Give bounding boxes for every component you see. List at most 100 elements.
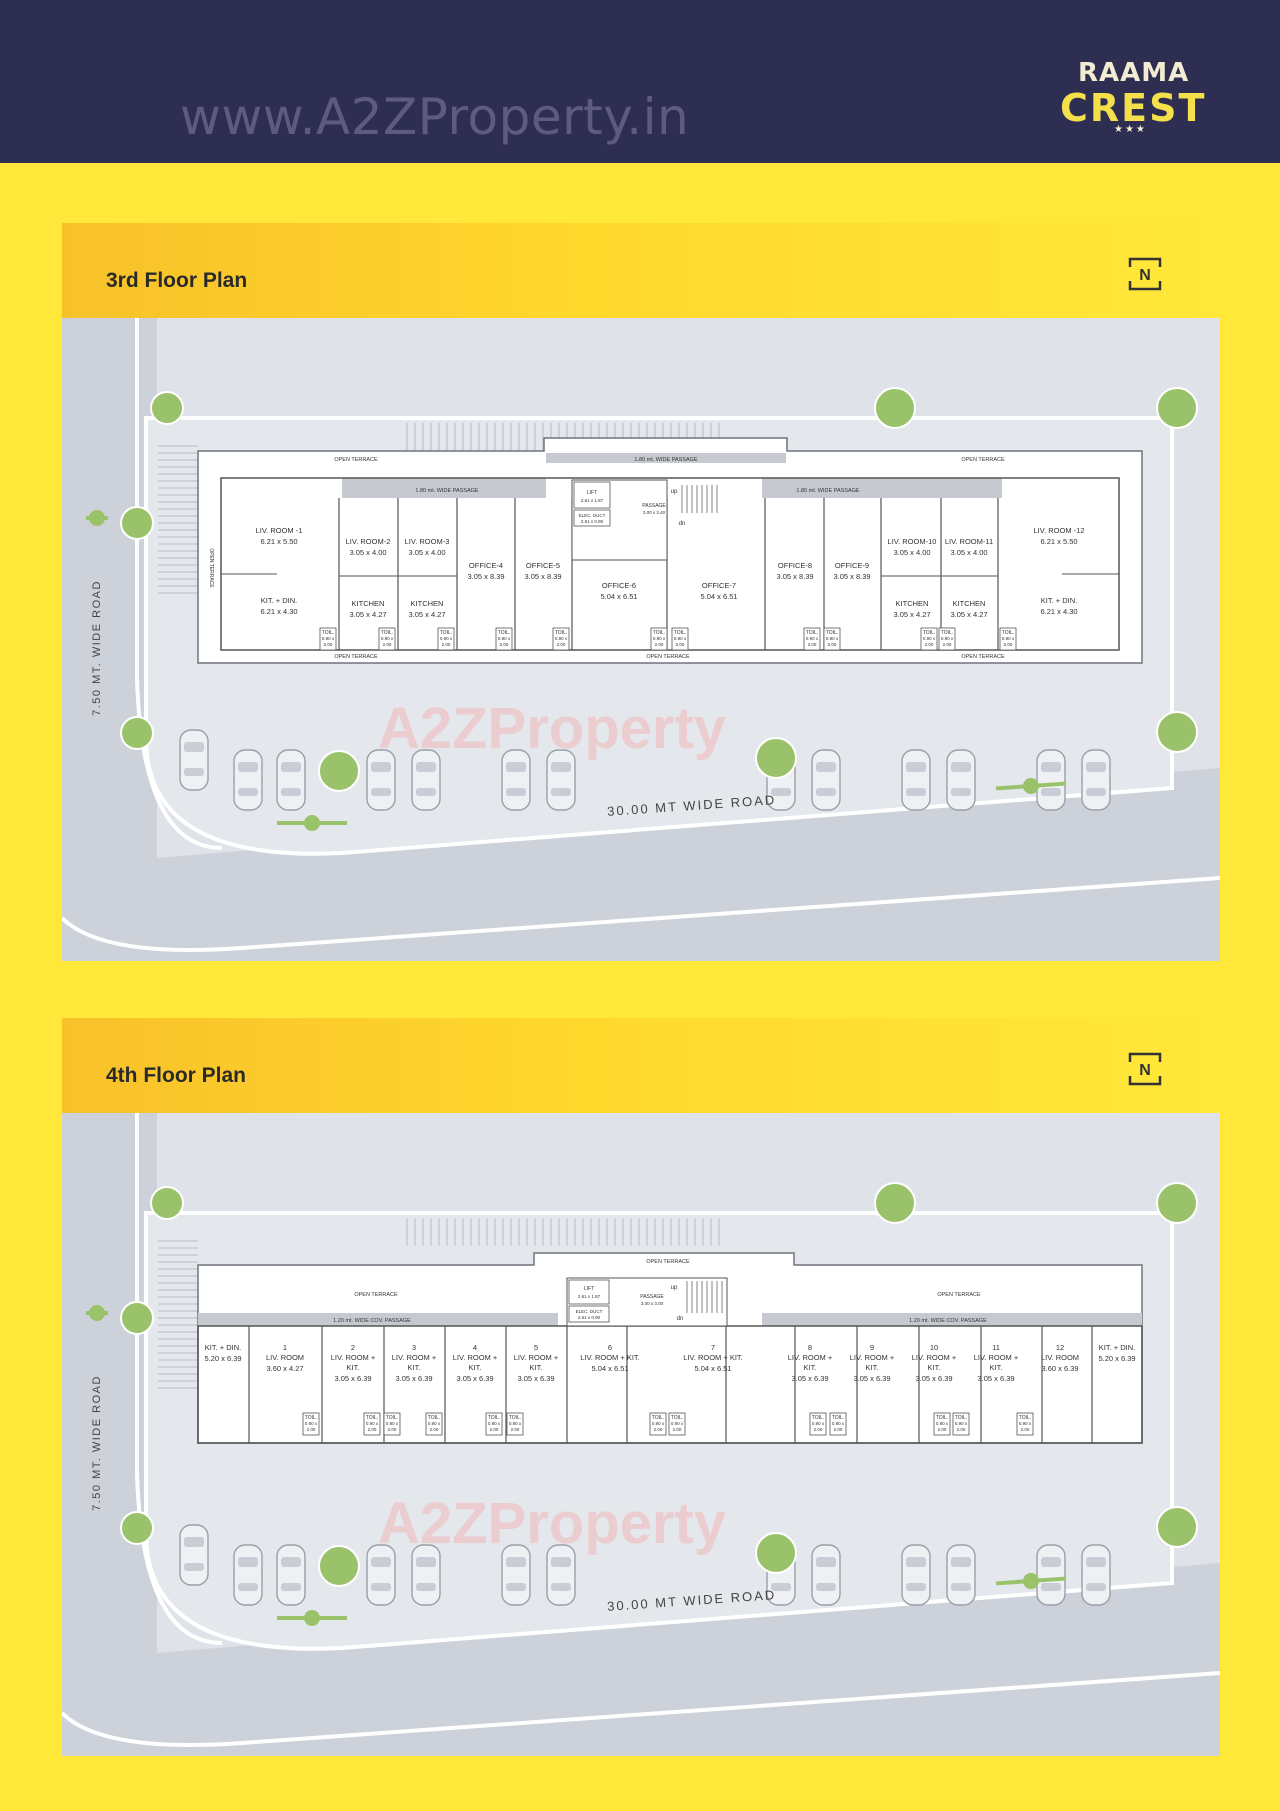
terrace-label: OPEN TERRACE — [961, 654, 1005, 660]
toilet-label: TOIL. — [1019, 1415, 1031, 1421]
parked-car-icon — [1036, 1544, 1066, 1606]
tree-icon — [874, 387, 916, 429]
car-windshield-icon — [816, 1557, 836, 1567]
toilet-box — [920, 627, 938, 651]
tree-icon — [318, 750, 360, 792]
duct-label: ELEC. DUCT — [576, 1309, 603, 1314]
tree-icon — [874, 1182, 916, 1224]
panel-header: 3rd Floor Plan N — [62, 223, 1220, 318]
room-size-label: 3.05 x 8.39 — [776, 572, 813, 581]
room-name-label: LIV. ROOM + — [974, 1353, 1019, 1362]
car-rear-window-icon — [371, 1583, 391, 1591]
room-name-label: KITCHEN — [352, 599, 385, 608]
terrace-label: OPEN TERRACE — [961, 457, 1005, 463]
toilet-size-line: 2.00 — [442, 642, 451, 647]
terrace-label: OPEN TERRACE — [937, 1292, 981, 1298]
shrub-icon — [277, 815, 347, 831]
toilet-label: TOIL. — [381, 630, 393, 636]
parked-car-icon — [811, 1544, 841, 1606]
lift-label: LIFT — [584, 1286, 594, 1292]
car-rear-window-icon — [416, 1583, 436, 1591]
stair-up-label: up — [671, 1285, 678, 1291]
toilet-size-line: 2.00 — [938, 1427, 947, 1432]
shrub-crown — [304, 1610, 320, 1626]
car-rear-window-icon — [1041, 788, 1061, 796]
toilet-box — [671, 627, 689, 651]
toilet-label: TOIL. — [440, 630, 452, 636]
core-passage-size: 3.00 x 3.40 — [643, 510, 666, 515]
room-size-label: 3.05 x 4.00 — [950, 548, 987, 557]
toilet-size-line: 0.90 x — [555, 636, 568, 641]
car-rear-window-icon — [816, 1583, 836, 1591]
car-rear-window-icon — [1041, 1583, 1061, 1591]
toilet-box — [650, 627, 668, 651]
room-size-label: 5.04 x 6.51 — [591, 1364, 628, 1373]
side-road-label: 7.50 MT. WIDE ROAD — [91, 580, 103, 716]
toilet-size-line: 0.90 x — [366, 1421, 379, 1426]
tree-icon — [120, 716, 154, 750]
room-size-label: 6.21 x 5.50 — [260, 537, 297, 546]
toilet-box — [485, 1412, 503, 1436]
room-size-label: 3.60 x 6.39 — [1041, 1364, 1078, 1373]
room-name-label: LIV. ROOM -12 — [1034, 526, 1085, 535]
toilet-size-line: 0.90 x — [1002, 636, 1015, 641]
car-windshield-icon — [551, 762, 571, 772]
room-name-label: KIT. — [990, 1363, 1003, 1372]
room-size-label: 3.05 x 6.39 — [456, 1374, 493, 1383]
car-rear-window-icon — [771, 1583, 791, 1591]
room-size-label: 3.05 x 8.39 — [467, 572, 504, 581]
room-name-label: KIT. — [347, 1363, 360, 1372]
shrub-icon — [995, 778, 1067, 794]
core-passage-label: PASSAGE — [642, 503, 666, 509]
toilet-label: TOIL. — [923, 630, 935, 636]
toilet-box — [425, 1412, 443, 1436]
room-name-label: LIV. ROOM-10 — [888, 537, 937, 546]
shrub-icon — [86, 1305, 108, 1321]
room-size-label: 6.21 x 4.30 — [260, 607, 297, 616]
room-name-label: LIV. ROOM -1 — [256, 526, 303, 535]
room-size-label: 5.20 x 6.39 — [204, 1354, 241, 1363]
room-size-label: 3.05 x 8.39 — [833, 572, 870, 581]
toilet-box — [506, 1412, 524, 1436]
room-name-label: LIV. ROOM + — [850, 1353, 895, 1362]
shrub-crown — [1023, 778, 1039, 794]
toilet-size-line: 0.90 x — [812, 1421, 825, 1426]
room-size-label: 3.05 x 6.39 — [517, 1374, 554, 1383]
duct-size: 2.51 x 0.90 — [581, 519, 604, 524]
toilet-box — [823, 627, 841, 651]
toilet-box — [383, 1412, 401, 1436]
unit-number-label: 10 — [930, 1343, 938, 1352]
car-rear-window-icon — [1086, 1583, 1106, 1591]
tree-icon — [1156, 711, 1198, 753]
room-size-label: 3.60 x 4.27 — [266, 1364, 303, 1373]
room-size-label: 3.05 x 6.39 — [853, 1374, 890, 1383]
stair-dn-label: dn — [679, 521, 686, 527]
parked-car-icon — [901, 749, 931, 811]
room-name-label: LIV. ROOM + — [912, 1353, 957, 1362]
lift-box — [573, 481, 611, 509]
car-windshield-icon — [906, 762, 926, 772]
car-rear-window-icon — [506, 1583, 526, 1591]
toilet-label: TOIL. — [806, 630, 818, 636]
room-name-label: LIV. ROOM — [266, 1353, 304, 1362]
parked-car-icon — [179, 1524, 209, 1586]
toilet-label: TOIL. — [386, 1415, 398, 1421]
parked-car-icon — [179, 729, 209, 791]
room-name-label: KITCHEN — [953, 599, 986, 608]
watermark-text: A2ZProperty — [378, 1491, 726, 1556]
parked-car-icon — [901, 1544, 931, 1606]
toilet-label: TOIL. — [955, 1415, 967, 1421]
toilet-size-line: 0.90 x — [653, 636, 666, 641]
car-windshield-icon — [184, 1537, 204, 1547]
passage-band — [762, 478, 1002, 498]
toilet-box — [1016, 1412, 1034, 1436]
toilet-size-line: 2.00 — [1021, 1427, 1030, 1432]
shrub-icon — [995, 1573, 1067, 1589]
car-windshield-icon — [816, 762, 836, 772]
car-windshield-icon — [281, 762, 301, 772]
room-name-label: LIV. ROOM + — [453, 1353, 498, 1362]
toilet-box — [952, 1412, 970, 1436]
toilet-box — [933, 1412, 951, 1436]
